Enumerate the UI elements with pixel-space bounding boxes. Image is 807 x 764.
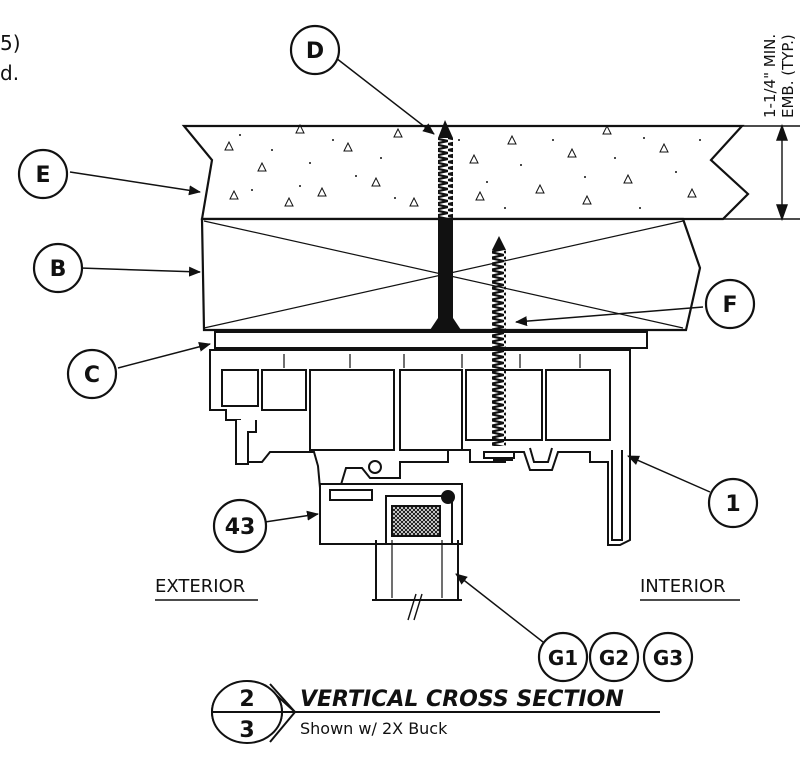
svg-text:G3: G3 — [653, 646, 683, 670]
shim-strip — [214, 331, 648, 349]
callout-F: F — [704, 278, 756, 330]
callout-G1: G1 — [537, 631, 589, 683]
callout-G2: G2 — [588, 631, 640, 683]
svg-text:F: F — [722, 293, 737, 318]
weatherstrip — [391, 505, 441, 537]
exterior-label: EXTERIOR — [155, 576, 245, 597]
svg-text:G2: G2 — [599, 646, 629, 670]
callout-D: D — [289, 24, 341, 76]
svg-text:G1: G1 — [548, 646, 578, 670]
leader-lines — [69, 57, 711, 643]
corner-note-line1: 5) — [0, 31, 21, 55]
detail-number: 2 — [239, 687, 254, 712]
svg-text:B: B — [50, 257, 67, 282]
svg-text:43: 43 — [225, 515, 256, 540]
callout-E: E — [17, 148, 69, 200]
concrete-slab — [181, 123, 750, 221]
frame-installation-screw — [483, 236, 515, 459]
dimension-line2: EMB. (TYP.) — [779, 34, 797, 118]
window-frame-profile — [209, 349, 631, 546]
concrete-anchor-screw — [430, 120, 461, 330]
callout-1: 1 — [707, 477, 759, 529]
callout-G3: G3 — [642, 631, 694, 683]
detail-title: VERTICAL CROSS SECTION — [300, 687, 624, 712]
svg-text:1: 1 — [725, 492, 740, 517]
interior-label: INTERIOR — [640, 576, 726, 597]
detail-subtitle: Shown w/ 2X Buck — [300, 719, 448, 738]
corner-note-line2: d. — [0, 61, 19, 85]
svg-text:C: C — [84, 363, 100, 388]
callout-C: C — [66, 348, 118, 400]
callout-43: 43 — [212, 498, 268, 554]
svg-text:D: D — [306, 39, 324, 64]
sash-and-glazing — [319, 483, 463, 621]
dimension-line1: 1-1/4" MIN. — [761, 34, 779, 118]
sheet-number: 3 — [239, 718, 254, 743]
svg-text:E: E — [35, 163, 50, 188]
callout-B: B — [32, 242, 84, 294]
detail-title-block: 2 3 VERTICAL CROSS SECTION Shown w/ 2X B… — [211, 680, 660, 744]
embedment-dimension-label: 1-1/4" MIN. EMB. (TYP.) — [761, 34, 797, 118]
